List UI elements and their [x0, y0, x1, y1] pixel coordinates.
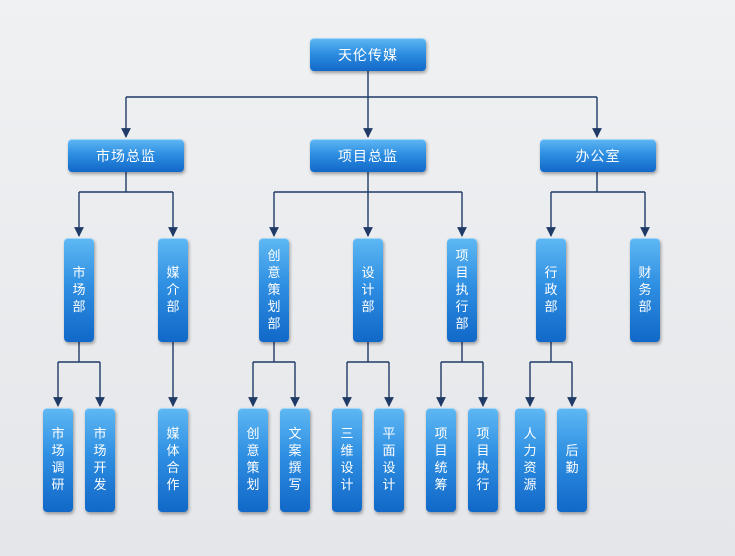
org-node-label: 创意策划 — [246, 427, 260, 493]
org-node-admin-dept: 行政部 — [536, 238, 566, 342]
org-node-label: 天伦传媒 — [338, 47, 398, 64]
org-node-team-copywriting: 文案撰写 — [280, 408, 310, 512]
org-node-team-market-development: 市场开发 — [85, 408, 115, 512]
org-node-label: 创意策划部 — [267, 248, 281, 332]
org-node-team-market-research: 市场调研 — [43, 408, 73, 512]
org-node-label: 市场调研 — [51, 427, 65, 493]
org-node-label: 项目执行部 — [455, 248, 469, 332]
org-node-label: 后勤 — [565, 444, 579, 476]
org-node-team-graphic-design: 平面设计 — [374, 408, 404, 512]
org-node-label: 项目总监 — [338, 148, 398, 165]
org-node-label: 市场开发 — [93, 427, 107, 493]
org-node-label: 媒体合作 — [166, 427, 180, 493]
org-node-label: 文案撰写 — [288, 427, 302, 493]
org-node-team-3d-design: 三维设计 — [332, 408, 362, 512]
org-node-label: 市场部 — [72, 265, 86, 315]
org-node-finance-dept: 财务部 — [630, 238, 660, 342]
org-node-team-creative-planning: 创意策划 — [238, 408, 268, 512]
org-node-label: 媒介部 — [166, 265, 180, 315]
org-node-team-human-resources: 人力资源 — [515, 408, 545, 512]
org-node-label: 财务部 — [638, 265, 652, 315]
org-node-execution-dept: 项目执行部 — [447, 238, 477, 342]
org-node-team-project-coordination: 项目统筹 — [426, 408, 456, 512]
org-node-team-logistics: 后勤 — [557, 408, 587, 512]
org-node-label: 设计部 — [361, 265, 375, 315]
org-node-team-project-execution: 项目执行 — [468, 408, 498, 512]
org-node-market-dept: 市场部 — [64, 238, 94, 342]
org-node-label: 办公室 — [575, 148, 621, 165]
org-node-label: 行政部 — [544, 265, 558, 315]
org-node-media-dept: 媒介部 — [158, 238, 188, 342]
org-node-root: 天伦传媒 — [310, 38, 426, 71]
org-node-office: 办公室 — [540, 139, 656, 172]
org-node-label: 项目执行 — [476, 427, 490, 493]
org-node-label: 三维设计 — [340, 427, 354, 493]
org-node-creative-dept: 创意策划部 — [259, 238, 289, 342]
org-node-label: 项目统筹 — [434, 427, 448, 493]
org-node-design-dept: 设计部 — [353, 238, 383, 342]
org-node-project-director: 项目总监 — [310, 139, 426, 172]
org-node-team-media-cooperation: 媒体合作 — [158, 408, 188, 512]
org-node-label: 市场总监 — [96, 148, 156, 165]
org-node-market-director: 市场总监 — [68, 139, 184, 172]
org-node-label: 人力资源 — [523, 427, 537, 493]
org-node-label: 平面设计 — [382, 427, 396, 493]
